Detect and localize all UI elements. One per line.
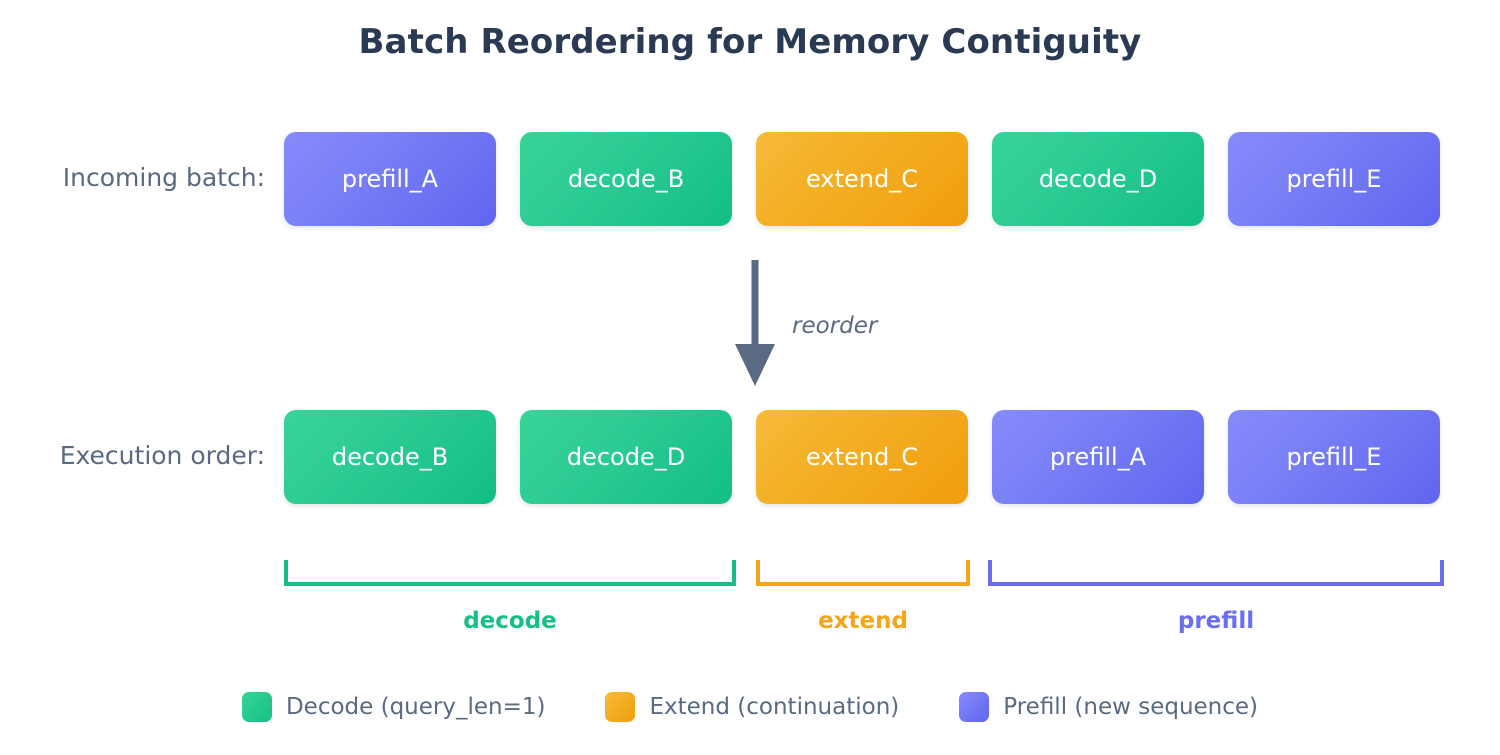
batch-box-extend-c[interactable]: extend_C: [756, 132, 968, 226]
group-label-decode: decode: [463, 608, 557, 634]
execution-order-row: decode_B decode_D extend_C prefill_A pre…: [284, 410, 1444, 504]
exec-box-label: extend_C: [806, 443, 918, 471]
page-title: Batch Reordering for Memory Contiguity: [358, 22, 1142, 62]
legend-swatch-prefill-icon: [959, 692, 990, 722]
batch-box-label: prefill_A: [341, 165, 439, 193]
group-bracket-prefill: [988, 560, 1444, 586]
incoming-batch-row: prefill_A decode_B extend_C decode_D pre…: [284, 132, 1444, 226]
legend-swatch-extend-icon: [605, 692, 636, 722]
exec-box-label: decode_B: [331, 443, 449, 471]
legend-label-prefill: Prefill (new sequence): [1003, 694, 1259, 720]
group-label-prefill: prefill: [1177, 608, 1255, 634]
arrow-down-icon: [735, 260, 775, 386]
group-bracket-extend: [756, 560, 970, 586]
exec-box-decode-b[interactable]: decode_B: [284, 410, 496, 504]
legend-item-decode: Decode (query_len=1): [241, 692, 546, 722]
exec-box-label: prefill_E: [1286, 443, 1382, 471]
exec-box-prefill-e[interactable]: prefill_E: [1228, 410, 1440, 504]
exec-box-label: prefill_A: [1049, 443, 1147, 471]
batch-box-label: extend_C: [806, 165, 918, 193]
reorder-caption: reorder: [792, 313, 878, 339]
legend-swatch-decode-icon: [241, 692, 272, 722]
batch-box-label: decode_D: [1038, 165, 1158, 193]
incoming-batch-label: Incoming batch:: [62, 163, 265, 192]
legend-label-decode: Decode (query_len=1): [285, 694, 546, 720]
legend-item-extend: Extend (continuation): [605, 692, 899, 722]
batch-box-decode-d[interactable]: decode_D: [992, 132, 1204, 226]
reorder-arrow-group: reorder: [700, 258, 1000, 398]
exec-box-label: decode_D: [566, 443, 686, 471]
exec-box-decode-d[interactable]: decode_D: [520, 410, 732, 504]
batch-box-prefill-a[interactable]: prefill_A: [284, 132, 496, 226]
group-bracket-decode: [284, 560, 736, 586]
batch-box-prefill-e[interactable]: prefill_E: [1228, 132, 1440, 226]
execution-order-label: Execution order:: [59, 441, 265, 470]
group-label-extend: extend: [818, 608, 908, 634]
batch-box-label: prefill_E: [1286, 165, 1382, 193]
legend-item-prefill: Prefill (new sequence): [959, 692, 1258, 722]
batch-box-decode-b[interactable]: decode_B: [520, 132, 732, 226]
batch-box-label: decode_B: [567, 165, 685, 193]
legend: Decode (query_len=1) Extend (continuatio…: [0, 692, 1500, 722]
exec-box-extend-c[interactable]: extend_C: [756, 410, 968, 504]
exec-box-prefill-a[interactable]: prefill_A: [992, 410, 1204, 504]
legend-label-extend: Extend (continuation): [649, 694, 900, 720]
